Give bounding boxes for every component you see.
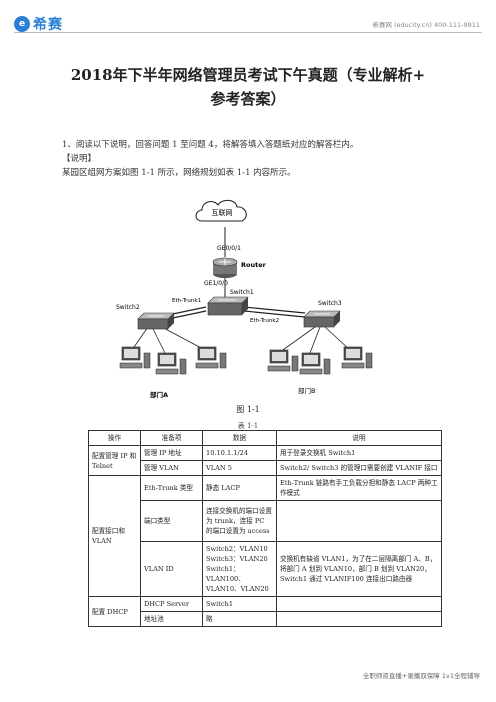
figure-caption: 图 1-1 bbox=[236, 405, 260, 414]
group-cell: 配置 DHCP bbox=[88, 596, 141, 627]
item-cell: 管理 IP 地址 bbox=[140, 445, 203, 461]
data-cell: Switch2：VLAN10 Switch3：VLAN20 Switch1：VL… bbox=[202, 541, 277, 597]
table-row: 管理 VLAN VLAN 5 Switch2/ Switch3 的管理口需要创建… bbox=[89, 460, 442, 476]
item-cell: DHCP Server bbox=[140, 596, 203, 612]
table-row: 端口类型 连接交换机的端口设置为 trunk，连接 PC 的端口设置为 acce… bbox=[89, 500, 442, 542]
logo-icon: e bbox=[14, 16, 30, 32]
pc-icon bbox=[155, 352, 187, 375]
data-cell: 10.10.1.1/24 bbox=[202, 445, 277, 461]
item-cell: 管理 VLAN bbox=[140, 460, 203, 476]
data-cell: VLAN 5 bbox=[202, 460, 277, 476]
network-plan-table: 操作 准备项 数据 说明 配置管理 IP 和 Telnet 管理 IP 地址 1… bbox=[88, 430, 442, 627]
question-intro: 1、阅读以下说明，回答问题 1 至问题 4，将解答填入答题纸对应的解答栏内。 bbox=[62, 140, 359, 150]
table-row: 配置管理 IP 和 Telnet 管理 IP 地址 10.10.1.1/24 用… bbox=[88, 445, 442, 476]
data-cell: 连接交换机的端口设置为 trunk，连接 PC 的端口设置为 access bbox=[202, 500, 277, 542]
desc-cell bbox=[276, 500, 442, 542]
switch2-label: Switch2 bbox=[116, 304, 140, 311]
title-line-2: 参考答案） bbox=[210, 90, 286, 108]
data-cell: 静态 LACP bbox=[202, 475, 277, 501]
title-line-1: 2018年下半年网络管理员考试下午真题（专业解析+ bbox=[70, 66, 426, 84]
pc-icon bbox=[119, 346, 151, 369]
item-cell: Eth-Trunk 类型 bbox=[140, 475, 203, 501]
header-contact: 希赛网 (educity.cn) 400-111-9811 bbox=[372, 21, 480, 29]
data-cell: Switch1 bbox=[202, 596, 277, 612]
pc-icon bbox=[299, 352, 331, 375]
label-ge0: GE0/0/1 bbox=[217, 245, 241, 252]
pc-icon bbox=[267, 349, 299, 372]
table-row: 配置接口和 VLAN Eth-Trunk 类型 静态 LACP Eth-Trun… bbox=[88, 475, 442, 597]
link-sw2-pc2 bbox=[151, 326, 166, 354]
switch2-icon bbox=[137, 312, 175, 330]
trunk1-label: Eth-Trunk1 bbox=[172, 298, 201, 304]
dept-b-label: 部门B bbox=[298, 386, 315, 395]
footer-text: 全职师资直播+录播双保障 1v1全程辅导 bbox=[362, 672, 480, 680]
link-trunk1-a bbox=[167, 306, 207, 316]
link-sw3-pc1 bbox=[279, 326, 316, 353]
table-header-cell: 准备项 bbox=[140, 430, 203, 446]
header-divider bbox=[14, 32, 482, 33]
trunk2-label: Eth-Trunk2 bbox=[250, 318, 279, 324]
switch1-label: Switch1 bbox=[230, 289, 254, 296]
data-cell: 略 bbox=[202, 611, 277, 627]
dept-a-label: 部门A bbox=[150, 390, 168, 399]
switch3-label: Switch3 bbox=[318, 300, 342, 307]
pc-icon bbox=[341, 346, 373, 369]
table-header-row: 操作 准备项 数据 说明 bbox=[88, 430, 442, 446]
logo-text: 希赛 bbox=[33, 17, 63, 33]
brand-logo: e 希赛 bbox=[14, 14, 63, 34]
router-icon bbox=[212, 257, 238, 278]
link-sw3-pc2 bbox=[309, 326, 321, 354]
switch1-icon bbox=[207, 296, 249, 316]
table-row: VLAN ID Switch2：VLAN10 Switch3：VLAN20 Sw… bbox=[89, 541, 442, 597]
item-cell: 端口类型 bbox=[140, 500, 203, 542]
pc-icon bbox=[195, 346, 227, 369]
link-sw2-pc1 bbox=[131, 326, 149, 351]
item-cell: VLAN ID bbox=[140, 541, 203, 597]
desc-cell: 用于登录交换机 Switch1 bbox=[276, 445, 442, 461]
desc-cell: Eth-Trunk 链路有手工负载分担和静态 LACP 两种工作模式 bbox=[276, 475, 442, 501]
router-label: Router bbox=[241, 261, 267, 269]
table-row: 地址池 略 bbox=[89, 611, 442, 627]
scenario-text: 某园区组网方案如图 1-1 所示，网络规划如表 1-1 内容所示。 bbox=[62, 168, 296, 178]
link-sw3-pc3 bbox=[324, 326, 351, 351]
link-trunk1-b bbox=[167, 310, 207, 320]
network-diagram: 互联网 GE0/0/1 Router GE1/0/0 Switch1 Switc… bbox=[116, 199, 373, 399]
group-cell: 配置接口和 VLAN bbox=[88, 475, 141, 597]
table-header-cell: 说明 bbox=[276, 430, 442, 446]
item-cell: 地址池 bbox=[140, 611, 203, 627]
page-title: 2018年下半年网络管理员考试下午真题（专业解析+ 参考答案） bbox=[20, 63, 476, 111]
desc-cell bbox=[276, 611, 442, 627]
table-header-cell: 数据 bbox=[202, 430, 277, 446]
table-row: 配置 DHCP DHCP Server Switch1 bbox=[88, 596, 442, 627]
group-cell: 配置管理 IP 和 Telnet bbox=[88, 445, 141, 476]
desc-cell bbox=[276, 596, 442, 612]
table-header-cell: 操作 bbox=[88, 430, 141, 446]
desc-cell: 交换机有缺省 VLAN1，为了在二层隔离部门 A、B，将部门 A 划到 VLAN… bbox=[276, 541, 442, 597]
link-trunk2-b bbox=[243, 310, 306, 318]
section-label-explanation: 【说明】 bbox=[62, 154, 97, 164]
cloud-label: 互联网 bbox=[212, 208, 233, 217]
table-caption: 表 1-1 bbox=[237, 422, 259, 430]
link-trunk2-a bbox=[243, 306, 306, 314]
desc-cell: Switch2/ Switch3 的管理口需要创建 VLANIF 接口 bbox=[276, 460, 442, 476]
label-ge1: GE1/0/0 bbox=[204, 280, 228, 287]
internet-cloud-icon bbox=[195, 199, 247, 222]
switch3-icon bbox=[303, 310, 341, 328]
